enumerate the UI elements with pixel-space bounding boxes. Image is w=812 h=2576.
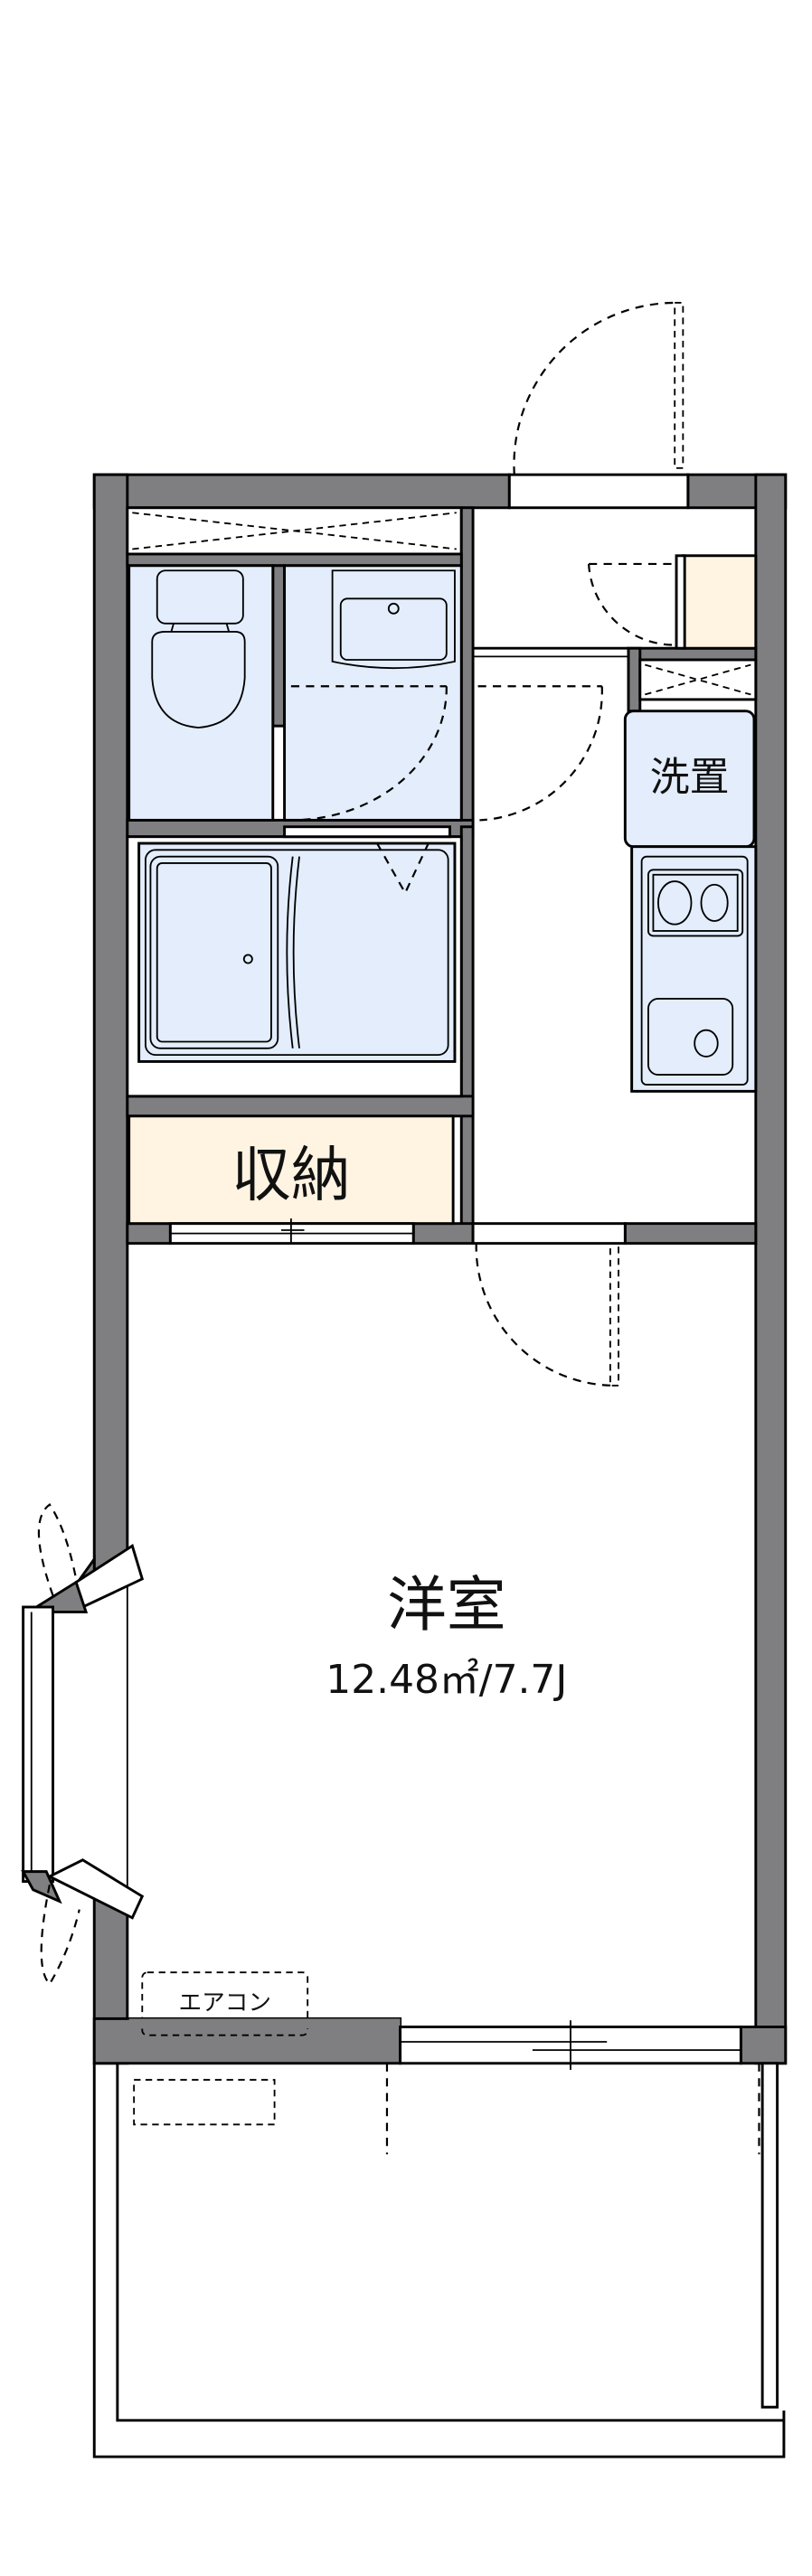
laundry-label: 洗置 — [650, 754, 730, 800]
balcony — [92, 2062, 786, 2458]
air-conditioner: エアコン — [128, 1971, 401, 2036]
western-room: 洋室 12.48㎡/7.7J — [326, 1570, 567, 1703]
balcony-window — [399, 2020, 742, 2071]
western-room-area: 12.48㎡/7.7J — [326, 1657, 567, 1703]
storage-label: 収納 — [231, 1141, 351, 1210]
washroom-door-swing — [477, 685, 603, 822]
washbasin-icon — [331, 569, 456, 670]
kitchen — [630, 845, 758, 1093]
bathroom-door-swing — [376, 839, 431, 896]
shoe-cabinet — [588, 554, 758, 650]
bathroom — [126, 825, 463, 1098]
entrance-door-swing — [513, 301, 685, 475]
bay-window — [21, 1503, 145, 1986]
room-door — [471, 1222, 627, 1387]
storage-room: 収納 — [127, 1114, 455, 1226]
toilet-icon — [151, 569, 246, 729]
entrance-opening — [507, 473, 690, 510]
air-conditioner-label: エアコン — [179, 1989, 271, 2017]
washroom — [283, 564, 463, 822]
toilet-room — [127, 564, 275, 822]
stove-icon — [647, 869, 744, 937]
bathtub-icon — [149, 855, 300, 1049]
right-cabinet — [638, 658, 758, 701]
upper-shelf — [126, 506, 463, 556]
western-room-label: 洋室 — [387, 1570, 506, 1640]
sink-icon — [647, 998, 734, 1076]
storage-sliding-door — [168, 1218, 415, 1246]
laundry-space: 洗置 — [623, 710, 756, 849]
